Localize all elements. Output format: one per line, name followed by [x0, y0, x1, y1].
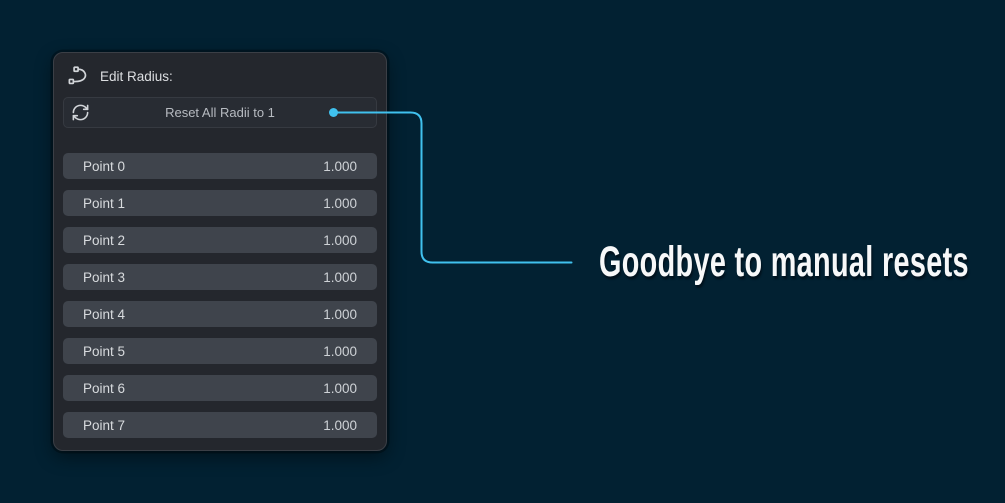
- point-value: 1.000: [323, 195, 357, 211]
- point-row[interactable]: Point 2 1.000: [63, 227, 377, 253]
- point-label: Point 3: [83, 269, 126, 285]
- point-value: 1.000: [323, 158, 357, 174]
- point-label: Point 7: [83, 417, 126, 433]
- point-row[interactable]: Point 5 1.000: [63, 338, 377, 364]
- point-row[interactable]: Point 3 1.000: [63, 264, 377, 290]
- point-list: Point 0 1.000 Point 1 1.000 Point 2 1.00…: [63, 153, 377, 438]
- edit-radius-panel: Edit Radius: Reset All Radii to 1 Point …: [53, 52, 387, 451]
- point-label: Point 5: [83, 343, 126, 359]
- point-value: 1.000: [323, 269, 357, 285]
- reset-all-radii-button[interactable]: Reset All Radii to 1: [63, 97, 377, 128]
- point-value: 1.000: [323, 343, 357, 359]
- refresh-icon: [71, 103, 90, 122]
- point-value: 1.000: [323, 417, 357, 433]
- point-value: 1.000: [323, 232, 357, 248]
- point-value: 1.000: [323, 306, 357, 322]
- point-label: Point 4: [83, 306, 126, 322]
- point-label: Point 0: [83, 158, 126, 174]
- point-row[interactable]: Point 0 1.000: [63, 153, 377, 179]
- point-row[interactable]: Point 6 1.000: [63, 375, 377, 401]
- point-value: 1.000: [323, 380, 357, 396]
- callout-text: Goodbye to manual resets: [599, 238, 969, 286]
- point-row[interactable]: Point 1 1.000: [63, 190, 377, 216]
- reset-button-label: Reset All Radii to 1: [165, 105, 275, 120]
- point-label: Point 6: [83, 380, 126, 396]
- panel-header: Edit Radius:: [63, 64, 377, 89]
- panel-title: Edit Radius:: [100, 69, 173, 84]
- bezier-curve-icon: [68, 66, 89, 87]
- point-row[interactable]: Point 7 1.000: [63, 412, 377, 438]
- point-label: Point 1: [83, 195, 126, 211]
- point-row[interactable]: Point 4 1.000: [63, 301, 377, 327]
- point-label: Point 2: [83, 232, 126, 248]
